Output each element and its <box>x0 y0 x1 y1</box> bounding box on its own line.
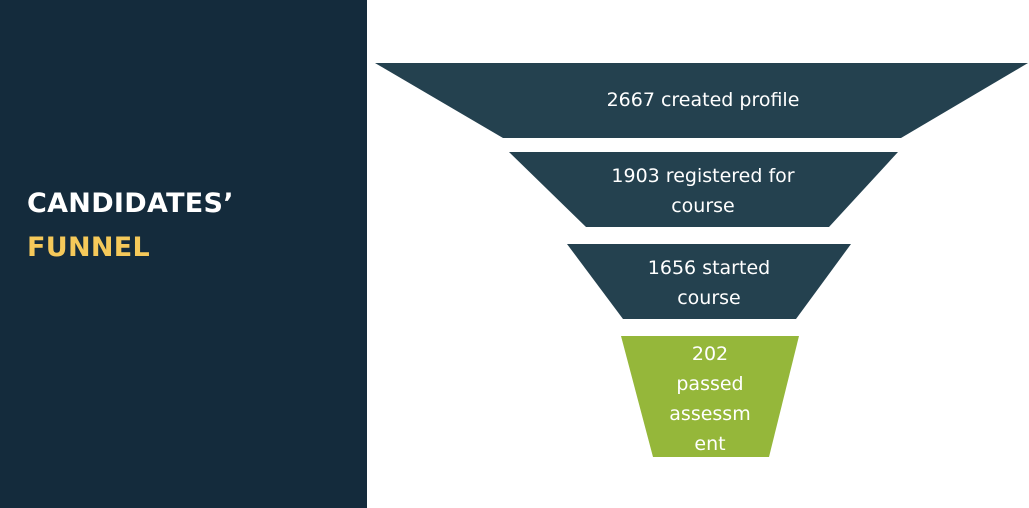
funnel-stage-4-shape <box>621 336 799 457</box>
funnel-stage-4-label: 202 passed assessm ent <box>669 343 751 455</box>
funnel-stage-2-shape <box>509 152 898 227</box>
funnel-stage-1-label: 2667 created profile <box>606 89 800 111</box>
funnel-stage-2-label: 1903 registered for course <box>611 165 795 217</box>
funnel-stage-3-shape <box>567 244 851 319</box>
title-line-funnel: FUNNEL <box>27 232 151 263</box>
funnel-stage-3-label: 1656 started course <box>647 257 771 309</box>
funnel-stage-1-shape <box>375 63 1028 138</box>
title-line-candidates: CANDIDATES’ <box>27 188 234 219</box>
slide-title: CANDIDATES’ FUNNEL <box>27 182 234 270</box>
title-panel: CANDIDATES’ FUNNEL <box>0 0 367 508</box>
